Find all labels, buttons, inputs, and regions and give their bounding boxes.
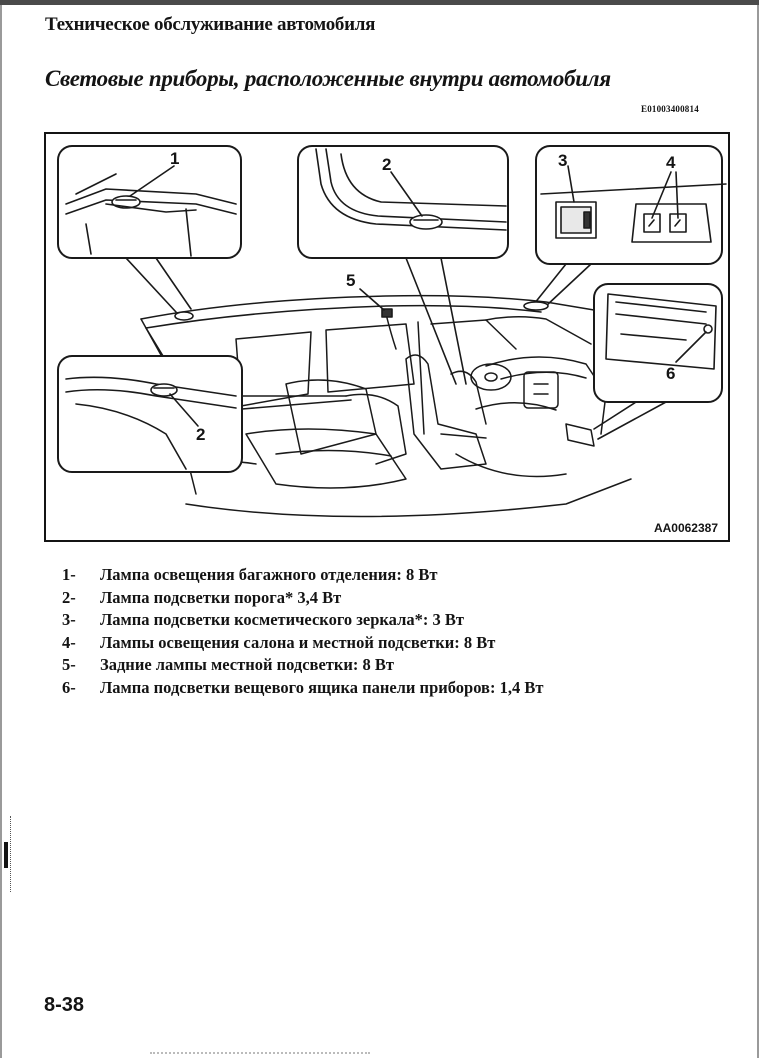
inset-6-pointer — [593, 401, 667, 440]
legend-item: 4- Лампы освещения салона и местной подсв… — [62, 633, 732, 656]
section-code: E01003400814 — [641, 104, 699, 114]
inset-2-pointer — [405, 257, 467, 385]
legend-item: 5- Задние лампы местной подсветки: 8 Вт — [62, 655, 732, 678]
callout-5: 5 — [346, 271, 355, 290]
leader-4a — [651, 171, 672, 219]
inset-34-pointer — [533, 263, 592, 307]
legend-item: 6- Лампа подсветки вещевого ящика панели … — [62, 678, 732, 701]
callout-1: 1 — [170, 149, 179, 168]
legend-number: 1- — [62, 565, 76, 584]
leader-2-bottom — [169, 393, 199, 427]
leader-5 — [359, 288, 385, 311]
leader-2-top — [390, 171, 423, 217]
inset-1-pointer — [125, 257, 192, 313]
callout-6: 6 — [666, 364, 675, 383]
scan-left-edge — [0, 5, 2, 1058]
callout-4: 4 — [666, 153, 676, 172]
inset-sill-lamp-rear — [57, 355, 243, 473]
callout-3: 3 — [558, 151, 567, 170]
leader-1 — [129, 165, 175, 197]
car-interior-illustration: 1 2 3 4 5 6 2 — [57, 145, 727, 518]
inset-cargo-lamp — [57, 145, 242, 259]
legend-number: 2- — [62, 587, 76, 607]
legend-number: 4- — [62, 632, 76, 652]
legend-item: 3- Лампа подсветки косметического зеркала… — [62, 610, 732, 633]
legend-item: 2- Лампа подсветки порога* 3,4 Вт — [62, 588, 732, 611]
section-title: Световые приборы, расположенные внутри а… — [45, 66, 611, 91]
inset-sill-lamp-front — [297, 145, 509, 259]
leader-4b — [675, 171, 679, 219]
scan-right-edge — [757, 5, 759, 1058]
figure-code: AA0062387 — [651, 521, 720, 535]
lamp-5 — [381, 308, 393, 318]
legend-item: 1- Лампа освещения багажного отделения: 8… — [62, 565, 732, 588]
legend-text: Лампа освещения багажного отделения: 8 В… — [100, 565, 438, 584]
leader-6 — [675, 331, 707, 363]
lamp-1-location — [174, 311, 194, 321]
leader-3 — [567, 165, 575, 203]
binding-scan-mark — [0, 812, 30, 892]
inset-glove-box-lamp — [593, 283, 723, 403]
legend-text: Задние лампы местной подсветки: 8 Вт — [100, 655, 395, 675]
legend-text: Лампа подсветки вещевого ящика панели пр… — [100, 677, 544, 697]
callout-2-top: 2 — [382, 155, 391, 174]
inset-2b-pointer — [241, 395, 352, 410]
legend-number: 6- — [62, 677, 76, 697]
legend-text: Лампа подсветки косметического зеркала*:… — [100, 610, 464, 630]
lamp-legend: 1- Лампа освещения багажного отделения: 8… — [62, 565, 732, 701]
lamp-34-location — [523, 301, 549, 311]
legend-number: 3- — [62, 610, 76, 630]
scan-bottom-marks — [150, 1052, 370, 1057]
legend-number: 5- — [62, 655, 76, 675]
callout-2-bottom: 2 — [196, 425, 205, 444]
scan-top-border — [0, 0, 759, 5]
interior-lights-diagram: 1 2 3 4 5 6 2 AA0062387 — [44, 132, 730, 542]
page-number: 8-38 — [44, 994, 85, 1016]
legend-text: Лампа подсветки порога* 3,4 Вт — [100, 587, 342, 607]
page-header-title: Техническое обслуживание автомобиля — [45, 14, 376, 35]
legend-text: Лампы освещения салона и местной подсвет… — [100, 632, 496, 652]
